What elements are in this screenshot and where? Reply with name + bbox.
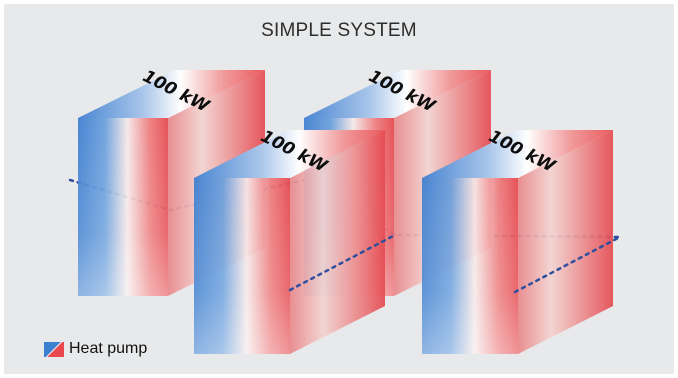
heat-pump-unit: 100 kW — [194, 126, 385, 354]
unit-side-face — [290, 130, 385, 354]
diagram-title: SIMPLE SYSTEM — [261, 20, 417, 41]
unit-top-face — [78, 70, 265, 118]
legend: Heat pump — [44, 340, 147, 358]
unit-front-shade — [78, 118, 168, 296]
unit-side-face — [518, 130, 613, 354]
unit-front-shade — [194, 178, 290, 354]
unit-top-face — [304, 70, 491, 118]
unit-front-shade — [422, 178, 518, 354]
unit-top-face — [194, 130, 385, 178]
heat-pump-legend-icon — [44, 341, 64, 357]
connector-line-front — [513, 235, 622, 294]
legend-label: Heat pump — [69, 340, 148, 357]
connector-line-front — [288, 233, 397, 292]
heat-pump-unit: 100 kW — [422, 126, 613, 354]
unit-top-face — [422, 130, 613, 178]
